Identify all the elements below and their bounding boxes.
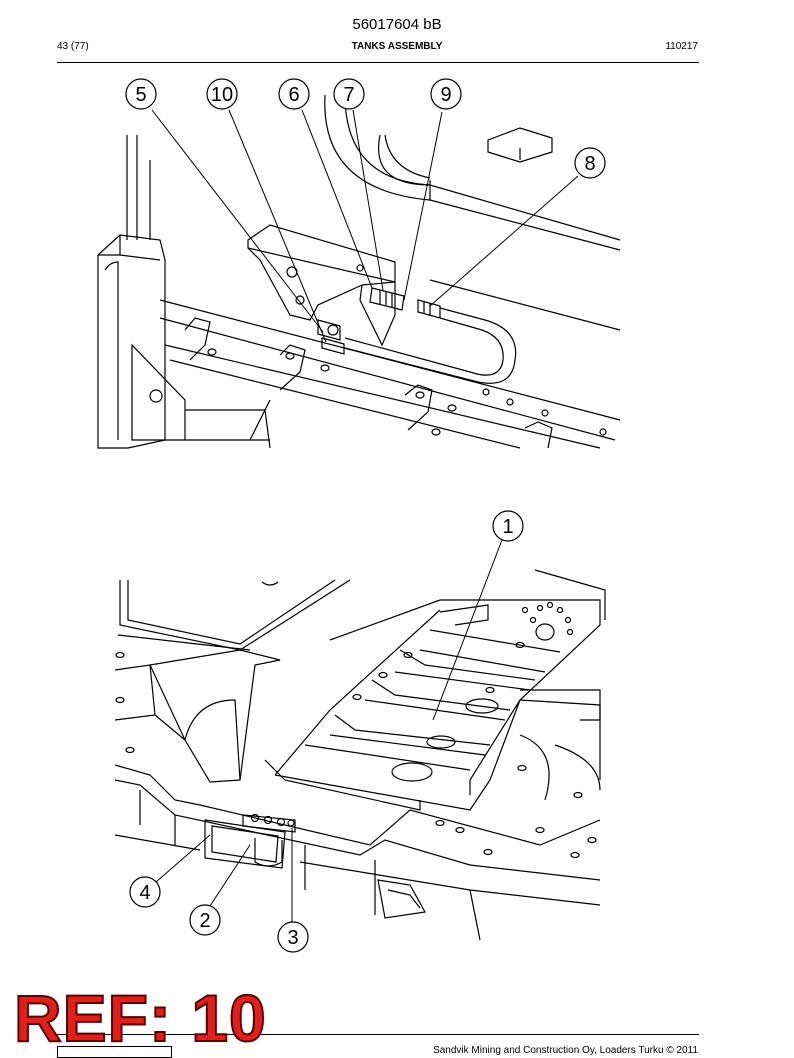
- callout-label: 3: [287, 927, 298, 949]
- date-code: 110217: [665, 41, 698, 52]
- callout-7: 7: [333, 78, 365, 110]
- document-number: 56017604 bB: [352, 16, 442, 33]
- callout-label: 8: [584, 153, 595, 175]
- callout-label: 4: [139, 882, 150, 904]
- reference-stamp: REF: 10: [13, 981, 267, 1055]
- page-number: 43 (77): [57, 41, 89, 52]
- callout-label: 10: [211, 84, 233, 106]
- callout-10: 10: [206, 78, 238, 110]
- callout-label: 1: [502, 516, 513, 538]
- callout-label: 5: [135, 84, 146, 106]
- callout-4: 4: [129, 876, 161, 908]
- callout-label: 6: [288, 84, 299, 106]
- callout-bubbles: 5 10 6 7 9 8 1 4: [125, 78, 606, 953]
- callout-2: 2: [189, 904, 221, 936]
- bottom-assembly-drawing: [114, 569, 606, 941]
- bottom-leader-lines: [155, 539, 503, 922]
- callout-label: 2: [199, 910, 210, 932]
- callout-3: 3: [277, 921, 309, 953]
- callout-9: 9: [430, 78, 462, 110]
- callout-5: 5: [125, 78, 157, 110]
- callout-label: 9: [440, 84, 451, 106]
- callout-1: 1: [492, 510, 524, 542]
- page-title: TANKS ASSEMBLY: [351, 41, 443, 52]
- callout-6: 6: [278, 78, 310, 110]
- top-leader-lines: [151, 109, 579, 343]
- footer-copyright: Sandvik Mining and Construction Oy, Load…: [433, 1045, 698, 1056]
- callout-8: 8: [574, 147, 606, 179]
- footer-divider: [57, 1034, 699, 1035]
- callout-label: 7: [343, 84, 354, 106]
- header-divider: [57, 62, 699, 63]
